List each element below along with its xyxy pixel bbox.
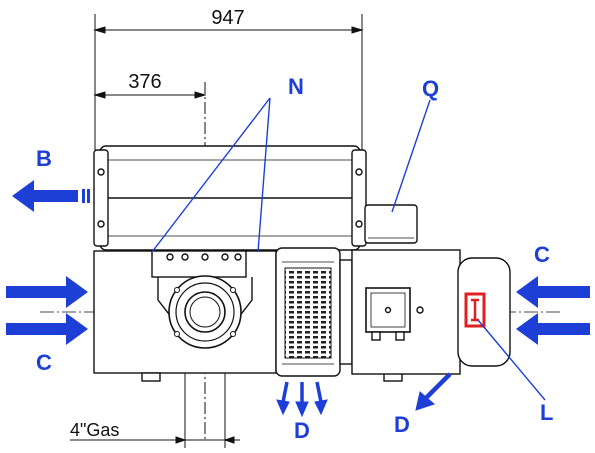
cooling-inlet-arrow-left-upper	[6, 276, 88, 308]
callout-n: N	[288, 74, 304, 99]
callout-c-right: C	[534, 242, 550, 267]
motor-label-marker	[464, 292, 486, 328]
callout-d-bottom: D	[294, 418, 310, 443]
cooling-inlet-arrow-right-upper	[516, 276, 590, 308]
cooling-inlet-arrow-right-lower	[516, 313, 590, 345]
inlet-flange	[168, 275, 242, 349]
motor-outlet-arrow	[415, 372, 452, 411]
exhaust-arrow-left	[12, 180, 90, 212]
dimension-lines	[70, 14, 364, 448]
callout-d-right: D	[394, 412, 410, 437]
callout-q: Q	[422, 76, 439, 101]
callout-c-left: C	[36, 350, 52, 375]
pump-top-housing	[93, 145, 367, 251]
fan-outlet-arrows	[276, 381, 328, 418]
callout-b: B	[36, 146, 52, 171]
leader-lines	[151, 97, 546, 401]
overall-length-dimension: 947	[211, 7, 244, 29]
offset-dimension: 376	[128, 71, 161, 93]
connection-size-label: 4"Gas	[70, 420, 119, 440]
fan-cowl	[275, 247, 341, 377]
cooling-inlet-arrow-left-lower	[6, 313, 88, 345]
motor-junction-box	[364, 204, 418, 244]
flow-arrows	[6, 180, 590, 418]
callout-l: L	[540, 400, 553, 425]
